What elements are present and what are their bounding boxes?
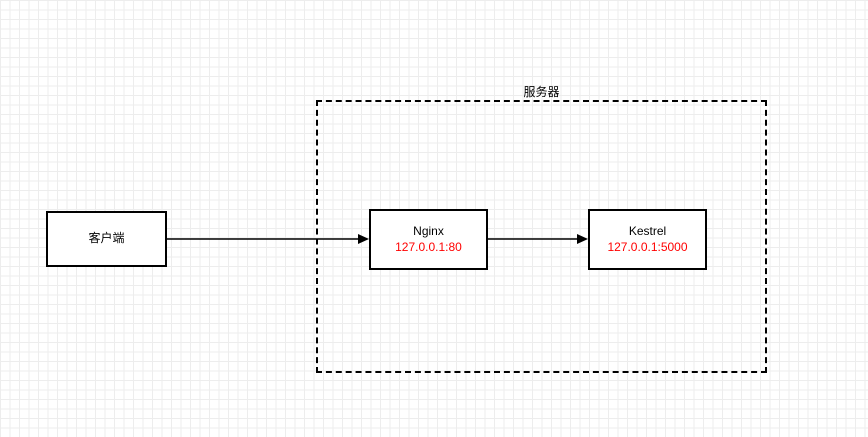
edge-nginx-to-kestrel-arrow [488, 234, 588, 244]
node-nginx-title: Nginx [413, 223, 444, 238]
server-boundary-group[interactable] [316, 100, 767, 373]
edge-nginx-to-kestrel[interactable] [488, 233, 588, 245]
node-client[interactable]: 客户端 [46, 211, 167, 267]
edge-client-to-nginx-arrow [167, 234, 369, 244]
node-nginx[interactable]: Nginx 127.0.0.1:80 [369, 209, 488, 270]
edge-client-to-nginx[interactable] [167, 233, 369, 245]
node-kestrel-title: Kestrel [628, 223, 667, 238]
node-nginx-address: 127.0.0.1:80 [395, 239, 462, 254]
node-kestrel[interactable]: Kestrel 127.0.0.1:5000 [588, 209, 707, 270]
node-client-title: 客户端 [88, 231, 125, 246]
node-kestrel-address: 127.0.0.1:5000 [607, 239, 688, 254]
server-boundary-label: 服务器 [523, 85, 560, 99]
